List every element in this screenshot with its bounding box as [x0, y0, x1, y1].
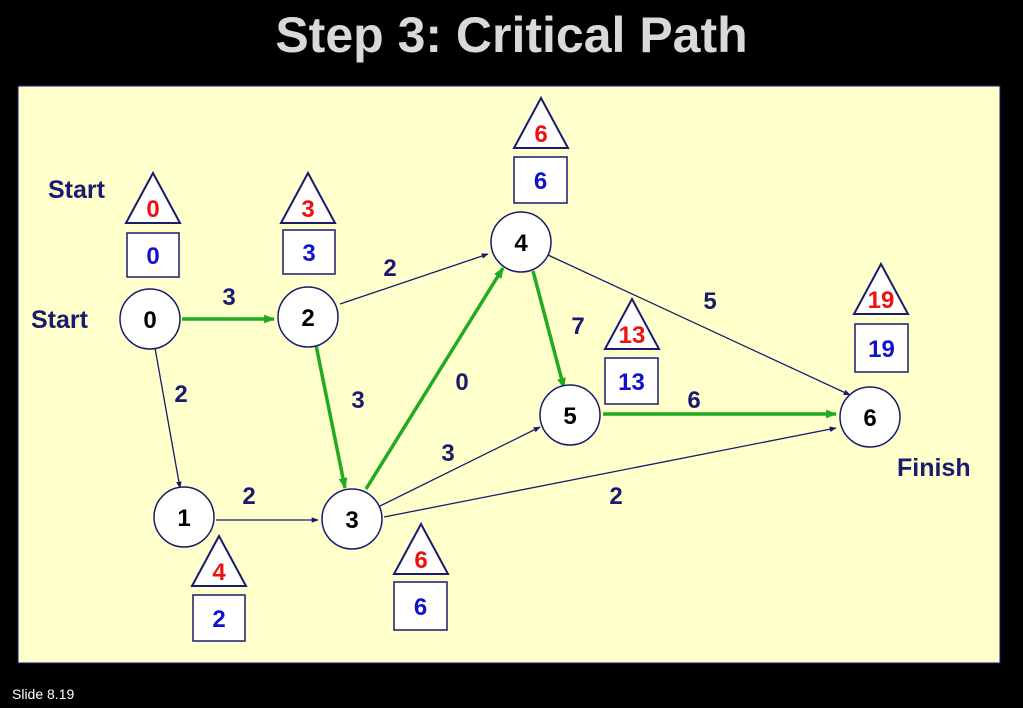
nodes-layer: 0 1 2 3 4 5 6: [119, 211, 901, 550]
triangle-value: 6: [414, 547, 427, 574]
edge-weight-1-3: 2: [242, 483, 255, 510]
edge-4-5-critical: [531, 270, 566, 390]
node-label: 0: [143, 307, 156, 334]
time-box: [192, 594, 246, 642]
node-time-5: 13 13: [603, 296, 661, 405]
time-box: [393, 581, 448, 631]
time-triangle: [852, 261, 910, 315]
node-3: 3: [321, 488, 383, 550]
node-time-4: 66: [512, 95, 570, 204]
node-circle: [839, 386, 901, 448]
edge-4-6: [547, 254, 851, 396]
edge-weight-2-4: 2: [383, 255, 396, 282]
slide-title: Step 3: Critical Path: [275, 7, 748, 63]
node-0: 0: [119, 288, 181, 350]
box-value: 6: [414, 594, 427, 621]
node-label: 4: [514, 230, 528, 257]
triangle-value: 6: [534, 121, 547, 148]
edge-weight-3-6: 2: [609, 483, 622, 510]
node-label: 5: [563, 403, 576, 430]
edge-weight-3-5: 3: [441, 440, 454, 467]
time-box: [513, 156, 568, 204]
time-box: [282, 229, 336, 275]
edge-2-3-critical: [314, 344, 348, 490]
triangle-value: 0: [146, 196, 159, 223]
node-circle: [119, 288, 181, 350]
node-label: 2: [301, 305, 314, 332]
diagram-panel: [17, 85, 1001, 664]
edge-weight-4-5: 7: [571, 313, 584, 340]
node-time-1: 42: [190, 533, 248, 642]
node-time-2: 33: [279, 170, 337, 275]
node-circle: [153, 486, 215, 548]
node-time-3: 66: [392, 521, 450, 631]
edge-weight-0-2: 3: [222, 284, 235, 311]
node-time-0: 00: [124, 170, 182, 278]
edge-0-1: [154, 347, 182, 489]
edges-layer: [154, 253, 851, 523]
time-box: [604, 357, 659, 405]
node-circle: [277, 286, 339, 348]
time-box: [854, 323, 909, 373]
box-value: 3: [302, 240, 315, 267]
edge-3-4-critical: [364, 267, 505, 490]
triangle-value: 13: [619, 322, 646, 349]
time-triangle: [279, 170, 337, 224]
start-node-label: Start: [31, 306, 89, 334]
edge-3-5: [379, 426, 541, 507]
time-triangle: [512, 95, 570, 149]
edge-3-6: [383, 426, 837, 518]
finish-label: Finish: [897, 454, 971, 482]
time-triangle: [603, 296, 661, 350]
triangle-value: 19: [868, 287, 895, 314]
box-value: 6: [534, 168, 547, 195]
node-5: 5: [539, 384, 601, 446]
node-1: 1: [153, 486, 215, 548]
time-triangle: [392, 521, 450, 575]
triangle-value: 4: [212, 559, 226, 586]
edge-weight-2-3: 3: [351, 387, 364, 414]
time-triangle: [124, 170, 182, 224]
time-triangle: [190, 533, 248, 587]
edge-weight-0-1: 2: [174, 381, 187, 408]
edge-weight-5-6: 6: [687, 387, 700, 414]
node-circle: [490, 211, 552, 273]
node-circle: [539, 384, 601, 446]
edge-weight-3-4: 0: [455, 369, 468, 396]
start-label-top: Start: [48, 176, 106, 204]
box-value: 13: [618, 369, 645, 396]
box-value: 19: [868, 336, 895, 363]
slide-number: Slide 8.19: [12, 686, 75, 702]
time-box: [126, 232, 180, 278]
box-value: 2: [212, 606, 225, 633]
box-value: 0: [146, 243, 159, 270]
node-label: 1: [177, 505, 190, 532]
node-label: 6: [863, 405, 876, 432]
edge-2-4: [339, 253, 489, 305]
edge-weights-layer: 3 2 2 3 2 0 3 2 7 5 6: [174, 255, 716, 510]
node-6: 6: [839, 386, 901, 448]
edge-weight-4-6: 5: [703, 288, 716, 315]
node-circle: [321, 488, 383, 550]
node-4: 4: [490, 211, 552, 273]
triangle-value: 3: [301, 196, 314, 223]
node-label: 3: [345, 507, 358, 534]
node-2: 2: [277, 286, 339, 348]
